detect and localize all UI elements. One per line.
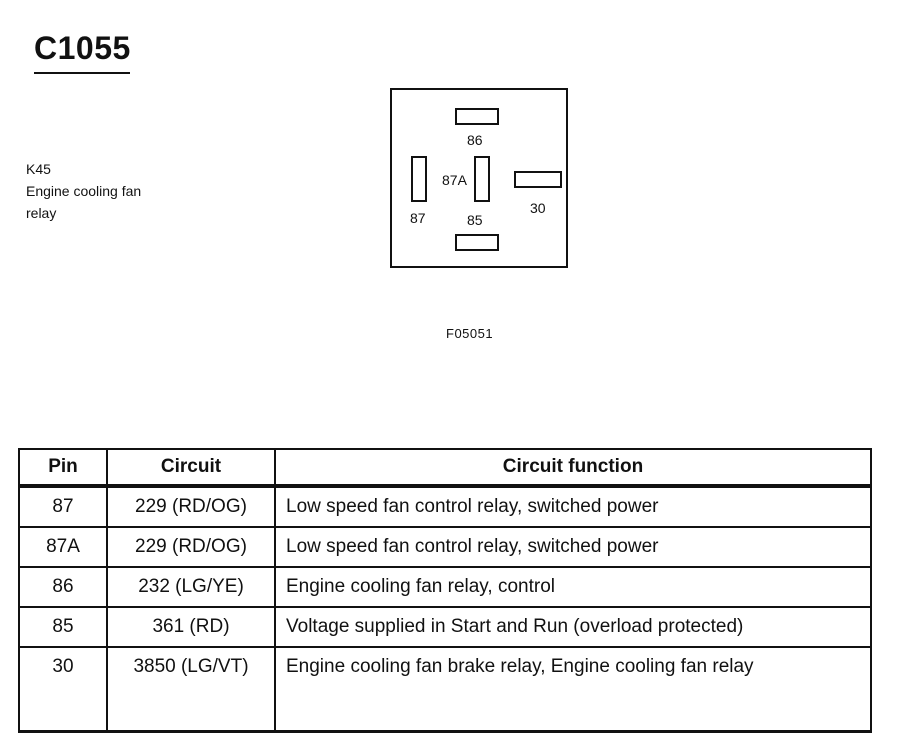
table-row: 30 3850 (LG/VT) Engine cooling fan brake…: [18, 647, 872, 733]
table-row: 87A 229 (RD/OG) Low speed fan control re…: [18, 527, 872, 568]
component-label: K45 Engine cooling fan relay: [26, 158, 141, 224]
header-circuit: Circuit: [106, 448, 276, 488]
header-pin: Pin: [18, 448, 108, 488]
pin-87-label: 87: [410, 210, 426, 226]
cell-pin: 30: [18, 647, 108, 733]
cell-function: Voltage supplied in Start and Run (overl…: [274, 607, 872, 648]
header-function: Circuit function: [274, 448, 872, 488]
pin-table: Pin Circuit Circuit function 87 229 (RD/…: [18, 448, 872, 733]
pin-86-label: 86: [467, 132, 483, 148]
cell-circuit: 229 (RD/OG): [106, 486, 276, 528]
table-row: 85 361 (RD) Voltage supplied in Start an…: [18, 607, 872, 648]
table-row: 86 232 (LG/YE) Engine cooling fan relay,…: [18, 567, 872, 608]
cell-function: Engine cooling fan relay, control: [274, 567, 872, 608]
relay-connector-face: 86 87A 87 30 85: [390, 88, 568, 268]
pin-86-slot: [455, 108, 499, 125]
cell-circuit: 232 (LG/YE): [106, 567, 276, 608]
figure-id: F05051: [446, 326, 494, 341]
component-name-line2: relay: [26, 205, 57, 221]
table-row: 87 229 (RD/OG) Low speed fan control rel…: [18, 486, 872, 528]
cell-circuit: 3850 (LG/VT): [106, 647, 276, 733]
cell-pin: 87A: [18, 527, 108, 568]
pin-85-label: 85: [467, 212, 483, 228]
cell-function: Low speed fan control relay, switched po…: [274, 527, 872, 568]
pin-30-label: 30: [530, 200, 546, 216]
title-underline: [34, 72, 130, 74]
cell-pin: 86: [18, 567, 108, 608]
cell-pin: 85: [18, 607, 108, 648]
cell-pin: 87: [18, 486, 108, 528]
component-name-line1: Engine cooling fan: [26, 183, 142, 199]
pin-87a-slot: [474, 156, 490, 202]
pin-87a-label: 87A: [442, 172, 467, 188]
cell-function: Low speed fan control relay, switched po…: [274, 486, 872, 528]
pin-30-slot: [514, 171, 562, 188]
cell-function: Engine cooling fan brake relay, Engine c…: [274, 647, 872, 733]
component-id: K45: [26, 161, 51, 177]
pin-87-slot: [411, 156, 427, 202]
pin-85-slot: [455, 234, 499, 251]
cell-circuit: 229 (RD/OG): [106, 527, 276, 568]
cell-circuit: 361 (RD): [106, 607, 276, 648]
connector-title: C1055: [34, 30, 131, 66]
table-header-row: Pin Circuit Circuit function: [18, 448, 872, 488]
